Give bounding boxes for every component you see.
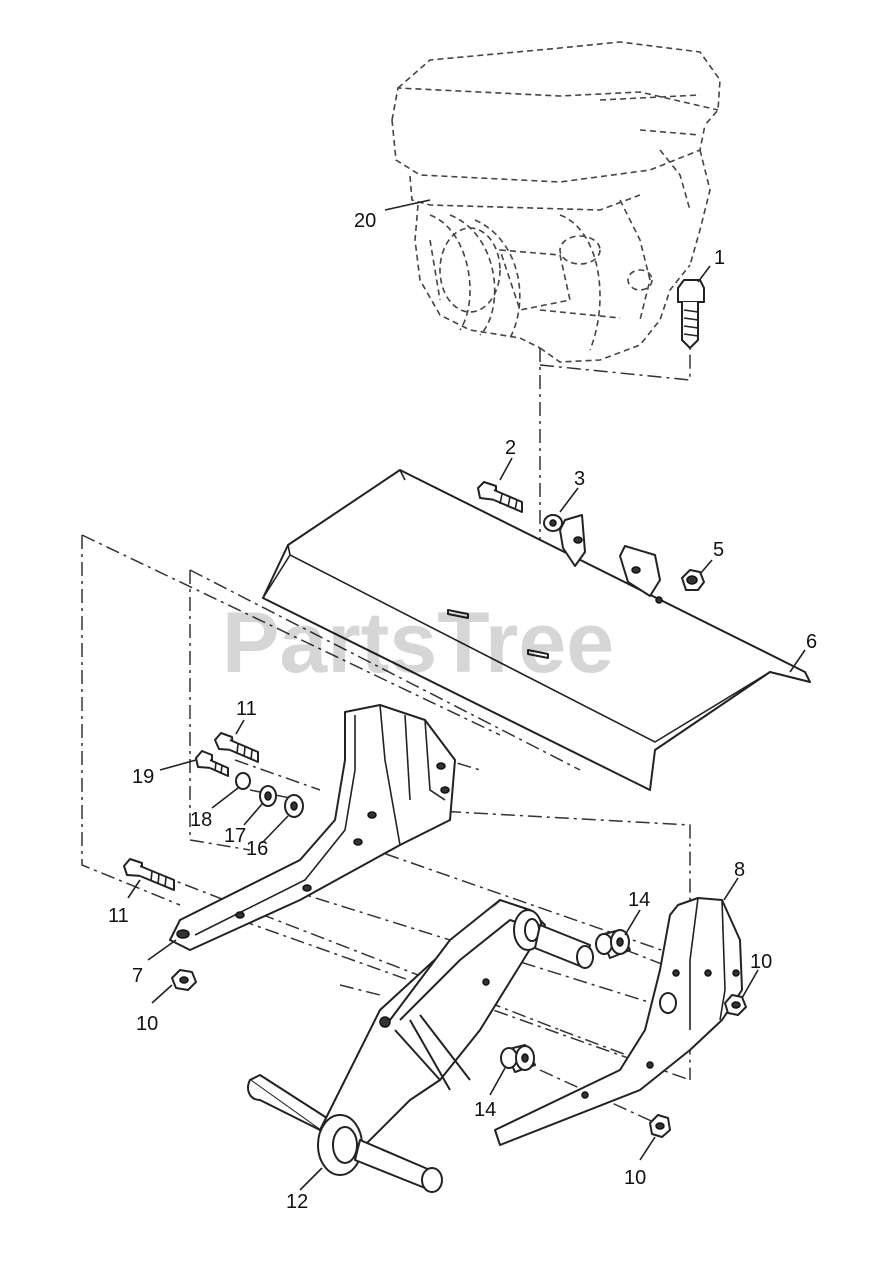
watermark: PartsTree [222,595,614,691]
callout-10-bottom: 10 [624,1167,646,1189]
part-3-washer [543,514,563,532]
part-6-shield [262,469,811,791]
callout-18: 18 [190,809,212,831]
callout-5: 5 [713,539,724,561]
part-2-bolt [477,481,523,513]
engine-outline [391,41,721,363]
part-14-spacer-lower [500,1044,536,1073]
callout-11-lower: 11 [108,905,129,927]
callout-14-lower: 14 [474,1099,496,1121]
part-7-bracket-left [169,704,456,951]
leader-lines [127,199,806,1191]
callout-12: 12 [286,1191,308,1213]
part-12-chaincase [247,899,594,1193]
callout-8: 8 [734,859,745,881]
callout-10-right: 10 [750,951,772,973]
part-1-bolt [677,279,705,349]
callout-17: 17 [224,825,246,847]
callout-6: 6 [806,631,817,653]
callout-3: 3 [574,468,585,490]
part-5-nut [681,569,705,591]
callout-7: 7 [132,965,143,987]
callout-19: 19 [132,766,154,788]
part-11-bolt-upper [214,732,259,763]
callout-11-upper: 11 [236,698,257,720]
callout-2: 2 [505,437,516,459]
callout-1: 1 [714,247,725,269]
callout-14-upper: 14 [628,889,650,911]
callout-16: 16 [246,838,268,860]
part-10-nut-bottom [649,1114,671,1138]
part-10-nut-right [724,994,747,1016]
part-8-bracket-right [494,897,743,1146]
part-14-spacer-upper [595,929,631,959]
part-18-lock-washer [235,772,251,790]
part-19-bolt [195,750,229,777]
part-16-washer [284,794,304,818]
callout-20: 20 [354,210,376,232]
callout-10-left: 10 [136,1013,158,1035]
part-17-washer [259,785,277,807]
callout-labels: 1 2 3 5 6 20 11 19 18 17 16 11 7 10 8 14… [108,210,817,1213]
part-10-nut-left [171,969,197,991]
part-11-bolt-lower [123,858,175,891]
